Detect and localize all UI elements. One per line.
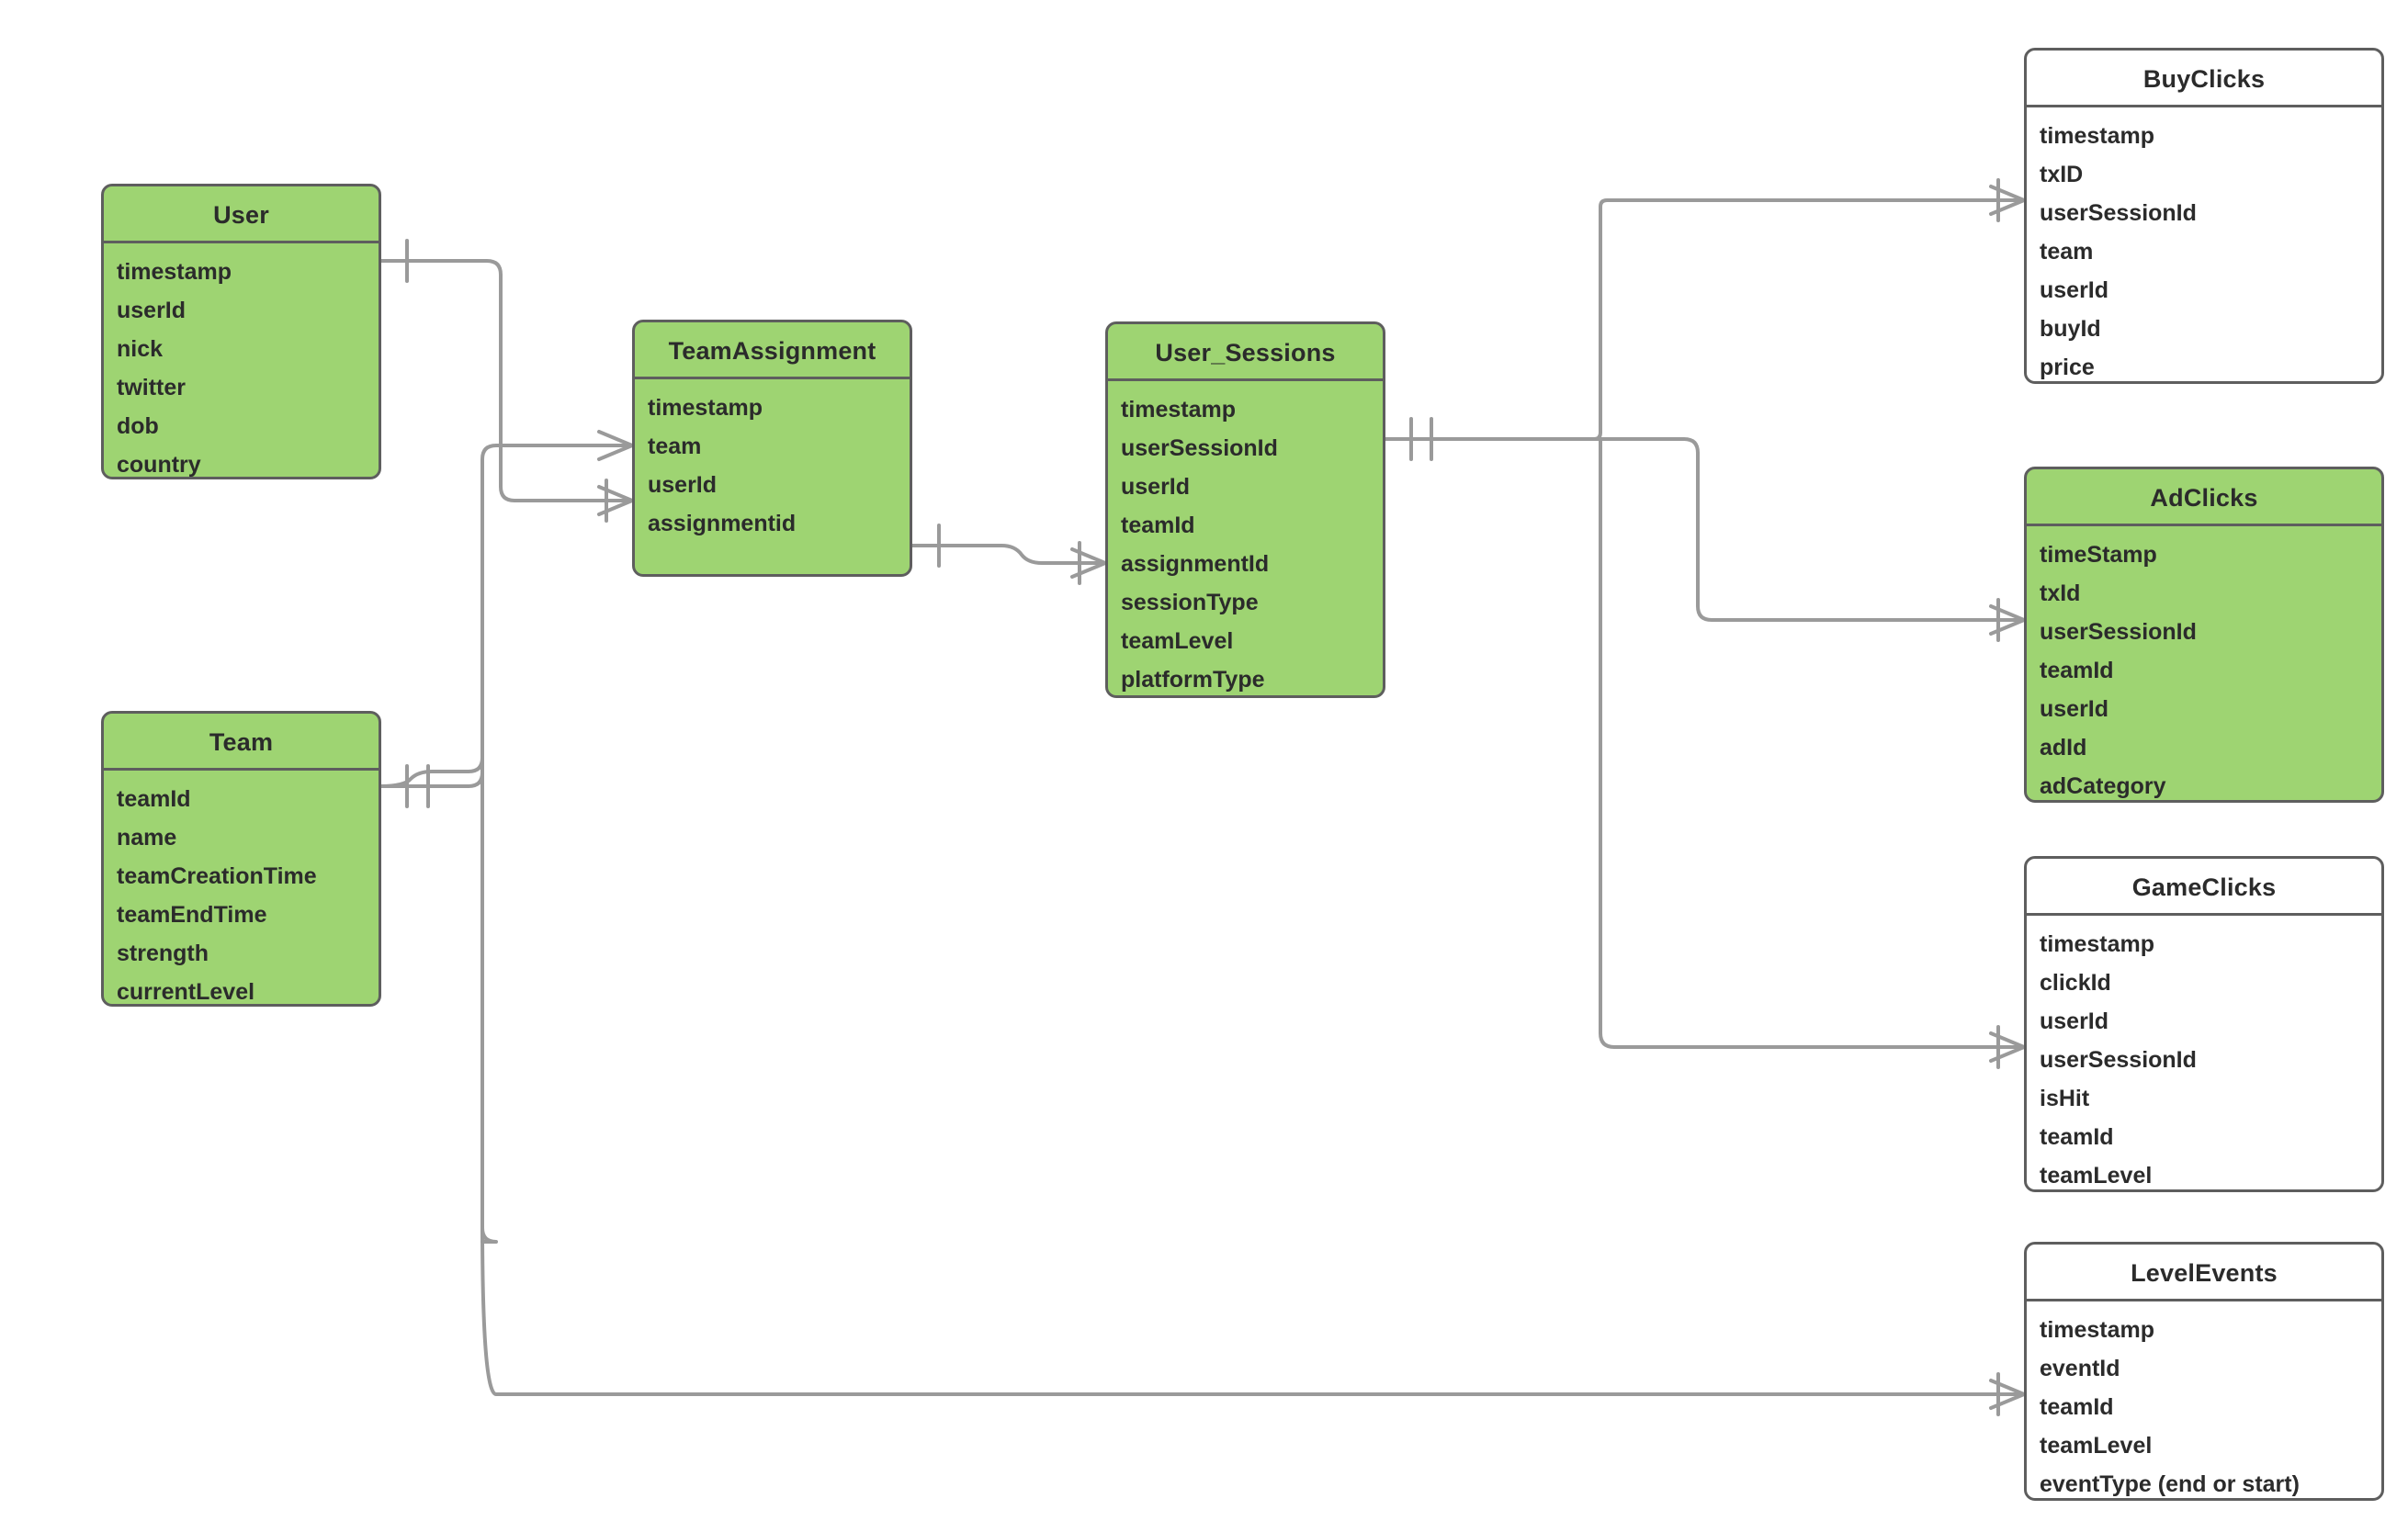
attribute-row: timestamp [2040, 1317, 2155, 1343]
attribute-row: teamLevel [1121, 628, 1234, 654]
attribute-row: timestamp [2040, 931, 2155, 957]
attribute-row: timeStamp [2040, 542, 2157, 568]
entity-adclicks-title: AdClicks [2027, 469, 2381, 526]
attribute-row: name [117, 825, 177, 851]
attribute-row: userSessionId [2040, 1047, 2197, 1073]
attribute-row: teamId [1121, 513, 1195, 538]
entity-teamassignment[interactable]: TeamAssignment timestamp team userId ass… [632, 320, 912, 577]
entity-buyclicks[interactable]: BuyClicks timestamp txID userSessionId t… [2024, 48, 2384, 384]
entity-user-sessions[interactable]: User_Sessions timestamp userSessionId us… [1105, 321, 1385, 698]
attribute-row: userSessionId [2040, 200, 2197, 226]
entity-user-sessions-attributes: timestamp userSessionId userId teamId as… [1108, 381, 1383, 695]
attribute-row: clickId [2040, 970, 2111, 996]
attribute-row: eventId [2040, 1356, 2120, 1381]
attribute-row: sessionType [1121, 590, 1259, 615]
entity-user[interactable]: User timestamp userId nick twitter dob c… [101, 184, 381, 479]
attribute-row: strength [117, 941, 209, 966]
attribute-row: timestamp [648, 395, 763, 421]
attribute-row: twitter [117, 375, 186, 400]
attribute-row: userId [2040, 277, 2109, 303]
attribute-row: eventType (end or start) [2040, 1471, 2300, 1497]
connector-usersessions-gameclicks [1599, 437, 2026, 1069]
entity-teamassignment-attributes: timestamp team userId assignmentid [635, 379, 910, 554]
attribute-row: timestamp [1121, 397, 1237, 422]
attribute-row: adCategory [2040, 773, 2166, 799]
entity-buyclicks-attributes: timestamp txID userSessionId team userId… [2027, 107, 2381, 381]
attribute-row: timestamp [2040, 123, 2155, 149]
entity-levelevents[interactable]: LevelEvents timestamp eventId teamId tea… [2024, 1242, 2384, 1501]
attribute-row: currentLevel [117, 979, 255, 1005]
connector-teamassignment-usersessions [910, 524, 1107, 585]
attribute-row: assignmentid [648, 511, 797, 536]
connector-team-teamassignment [379, 430, 634, 1230]
attribute-row: country [117, 452, 201, 478]
entity-teamassignment-title: TeamAssignment [635, 322, 910, 379]
attribute-row: userId [1121, 474, 1191, 500]
entity-buyclicks-title: BuyClicks [2027, 51, 2381, 107]
attribute-row: userSessionId [1121, 435, 1278, 461]
entity-adclicks-attributes: timeStamp txId userSessionId teamId user… [2027, 526, 2381, 800]
attribute-row: isHit [2040, 1086, 2090, 1111]
attribute-row: userId [2040, 1008, 2109, 1034]
attribute-row: dob [117, 413, 159, 439]
connector-user-teamassignment [379, 239, 634, 523]
entity-user-title: User [104, 186, 379, 243]
connector-usersessions-buyclicks [1384, 178, 2026, 461]
attribute-row: assignmentId [1121, 551, 1270, 577]
attribute-row: timestamp [117, 259, 232, 285]
attribute-row: teamId [2040, 1394, 2114, 1420]
entity-team-attributes: teamId name teamCreationTime teamEndTime… [104, 771, 379, 1005]
attribute-row: team [2040, 239, 2094, 265]
attribute-row: txId [2040, 580, 2081, 606]
attribute-row: platformType [1121, 667, 1265, 693]
attribute-row: team [648, 434, 702, 459]
attribute-row: teamLevel [2040, 1163, 2153, 1189]
attribute-row: teamLevel [2040, 1433, 2153, 1459]
attribute-row: userId [648, 472, 718, 498]
entity-gameclicks[interactable]: GameClicks timestamp clickId userId user… [2024, 856, 2384, 1192]
attribute-row: txID [2040, 162, 2084, 187]
entity-levelevents-title: LevelEvents [2027, 1245, 2381, 1301]
attribute-row: userSessionId [2040, 619, 2197, 645]
entity-team-title: Team [104, 714, 379, 771]
entity-gameclicks-attributes: timestamp clickId userId userSessionId i… [2027, 916, 2381, 1189]
attribute-row: teamId [2040, 1124, 2114, 1150]
entity-levelevents-attributes: timestamp eventId teamId teamLevel event… [2027, 1301, 2381, 1498]
attribute-row: teamId [2040, 658, 2114, 683]
attribute-row: teamId [117, 786, 191, 812]
attribute-row: buyId [2040, 316, 2101, 342]
attribute-row: price [2040, 355, 2095, 380]
attribute-row: adId [2040, 735, 2087, 760]
entity-user-sessions-title: User_Sessions [1108, 324, 1383, 381]
connector-team-levelevents [480, 1220, 2026, 1416]
entity-team[interactable]: Team teamId name teamCreationTime teamEn… [101, 711, 381, 1007]
attribute-row: teamEndTime [117, 902, 267, 928]
entity-gameclicks-title: GameClicks [2027, 859, 2381, 916]
attribute-row: nick [117, 336, 164, 362]
connector-usersessions-adclicks [1384, 437, 2026, 642]
entity-user-attributes: timestamp userId nick twitter dob countr… [104, 243, 379, 478]
attribute-row: userId [117, 298, 187, 323]
entity-adclicks[interactable]: AdClicks timeStamp txId userSessionId te… [2024, 467, 2384, 803]
attribute-row: userId [2040, 696, 2109, 722]
attribute-row: teamCreationTime [117, 863, 317, 889]
